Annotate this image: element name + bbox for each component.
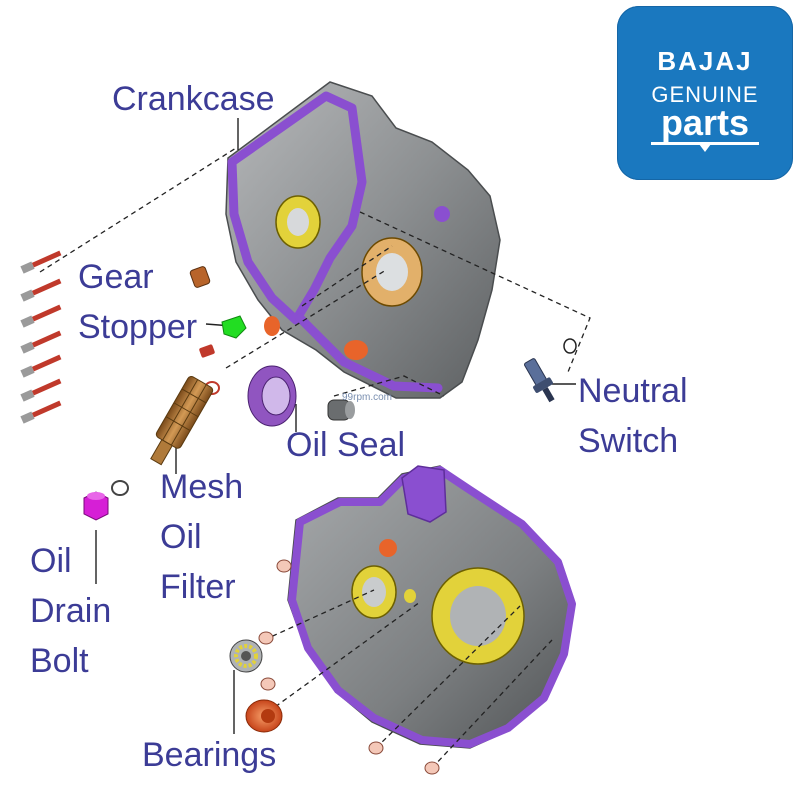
gear-stopper-part: [221, 315, 247, 339]
label-mesh: Mesh: [160, 468, 244, 506]
orange-bearing-part: [245, 699, 283, 733]
bolts-group: [20, 250, 62, 424]
label-mesh-oil: Oil: [160, 518, 202, 556]
label-drain: Drain: [30, 592, 112, 630]
bearings-group: [229, 559, 440, 775]
crankcase-lower-port-2: [404, 589, 416, 603]
label-filter: Filter: [160, 568, 236, 606]
label-gear: Gear: [78, 258, 154, 296]
crankcase-lower-port: [379, 539, 397, 557]
dowel-pin: [260, 677, 276, 691]
neutral-o-ring: [563, 338, 577, 354]
label-crankcase: Crankcase: [112, 80, 275, 118]
grey-plug-part: [327, 399, 355, 421]
neutral-switch-part: [524, 358, 555, 403]
stopper-screw: [199, 344, 215, 358]
label-oil-seal: Oil Seal: [286, 426, 406, 464]
logo-parts-text: parts: [660, 102, 750, 143]
crankcase-upper-bore-right-inner: [376, 253, 408, 291]
label-switch: Switch: [578, 422, 679, 460]
crankcase-upper-gasket-lower: [295, 313, 443, 393]
mesh-oil-filter-part: [150, 376, 214, 466]
crankcase-lower-tower: [401, 465, 447, 523]
o-ring-drain: [111, 480, 129, 496]
dowel-pins: [258, 559, 440, 775]
logo-underline: [651, 142, 759, 145]
oil-seal-part: [247, 365, 297, 427]
bolt: [20, 304, 62, 328]
bolt: [20, 378, 62, 402]
bolt: [20, 354, 62, 378]
bajaj-genuine-parts-logo: BAJAJ GENUINE parts: [617, 6, 793, 180]
crankcase-upper-port-small: [264, 316, 280, 336]
label-bolt: Bolt: [30, 642, 89, 680]
label-neutral: Neutral: [578, 372, 688, 410]
label-bearings: Bearings: [142, 736, 277, 774]
crankcase-upper-port: [344, 340, 368, 360]
bolt: [20, 400, 62, 424]
logo-genuine-text: GENUINE: [651, 82, 759, 107]
crankcase-upper: [225, 81, 501, 399]
bolt: [20, 330, 62, 354]
crankcase-lower-bore-small-inner: [362, 577, 386, 607]
bolt: [20, 250, 62, 274]
crankcase-lower-bore-large-inner: [450, 586, 506, 646]
oil-drain-bolt-part: [83, 491, 109, 521]
crankcase-upper-boss: [434, 206, 450, 222]
bolt: [20, 278, 62, 302]
dowel-pin: [276, 559, 292, 573]
watermark: 99rpm.com: [342, 392, 393, 403]
dowel-pin: [368, 741, 384, 755]
label-drain-oil: Oil: [30, 542, 72, 580]
small-parts: [111, 266, 577, 496]
label-stopper: Stopper: [78, 308, 198, 346]
crankcase-upper-bore-left-inner: [287, 208, 309, 236]
dowel-pin: [258, 631, 274, 645]
crankcase-upper-gasket: [227, 91, 367, 325]
dowel-pin: [424, 761, 440, 775]
ball-bearing-part: [229, 639, 263, 673]
crankcase-lower: [287, 465, 576, 749]
logo-brand-text: BAJAJ: [657, 46, 753, 76]
leader-lines: [39, 147, 591, 769]
logo-underline-tick: [699, 144, 711, 152]
bushing-part: [189, 266, 211, 288]
